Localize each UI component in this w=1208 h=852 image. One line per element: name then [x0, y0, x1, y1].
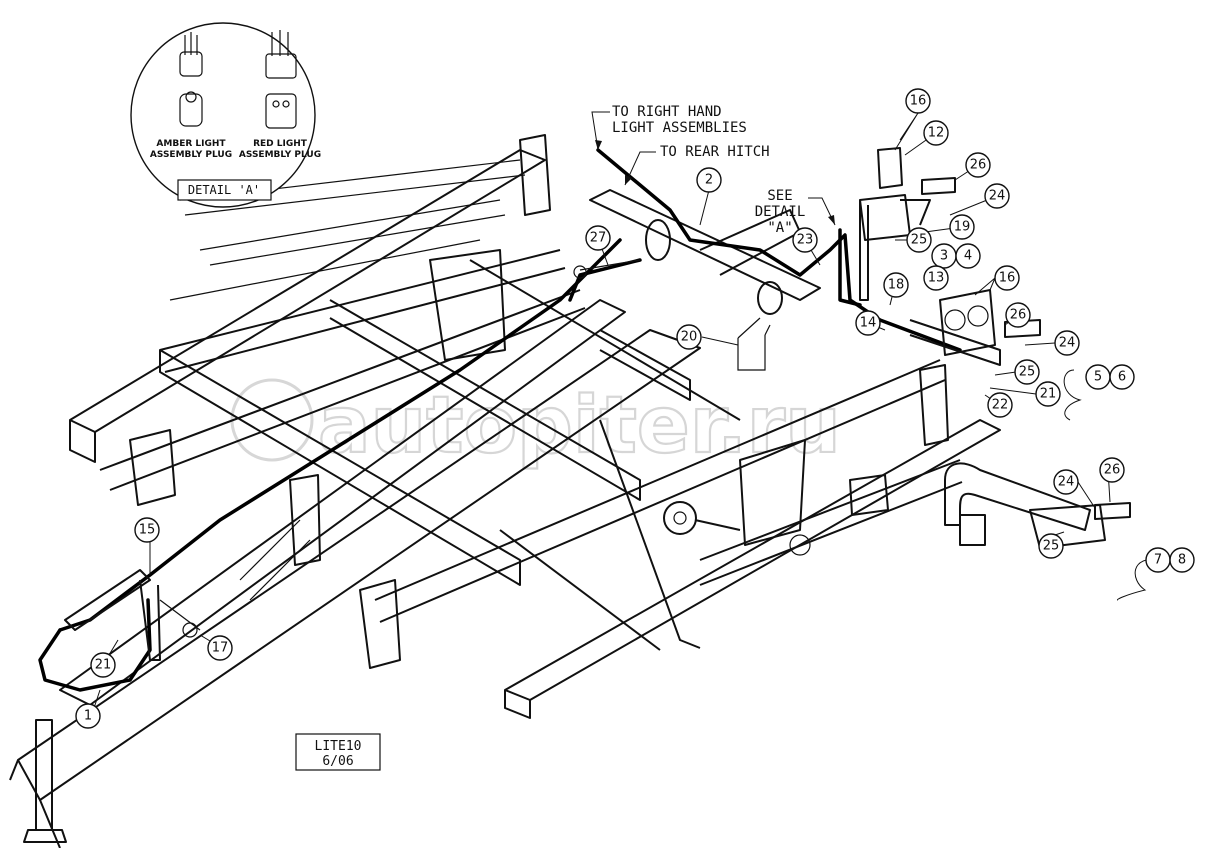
- light-assemblies: [573, 147, 1131, 549]
- detail-title-box: [177, 179, 272, 201]
- svg-text:3: 3: [940, 249, 948, 264]
- svg-text:24: 24: [1059, 336, 1076, 351]
- callout-22: 22: [987, 392, 1013, 418]
- svg-text:1: 1: [84, 709, 92, 724]
- callout-19: 19: [949, 214, 975, 240]
- amber-label-line2: ASSEMBLY PLUG: [150, 150, 232, 160]
- callout-21b: 21: [1035, 381, 1061, 407]
- note-see-detail-line2: DETAIL: [755, 204, 806, 220]
- svg-text:26: 26: [1104, 463, 1121, 478]
- svg-text:17: 17: [212, 641, 229, 656]
- callout-26c: 26: [1099, 457, 1125, 483]
- callout-4: 4: [955, 243, 981, 269]
- note-see-detail-line1: SEE: [767, 188, 792, 204]
- amber-plug-icon: [179, 32, 203, 127]
- svg-text:23: 23: [797, 233, 814, 248]
- svg-text:21: 21: [95, 658, 112, 673]
- svg-text:8: 8: [1178, 553, 1186, 568]
- svg-text:7: 7: [1154, 553, 1162, 568]
- svg-text:26: 26: [970, 158, 987, 173]
- note-right-hand-line1: TO RIGHT HAND: [612, 104, 722, 120]
- callout-15: 15: [134, 517, 160, 543]
- svg-text:25: 25: [911, 233, 928, 248]
- svg-text:21: 21: [1040, 387, 1057, 402]
- svg-text:13: 13: [928, 271, 945, 286]
- detail-a-inset: AMBER LIGHT ASSEMBLY PLUG RED LIGHT ASSE…: [130, 22, 321, 208]
- svg-text:25: 25: [1019, 365, 1036, 380]
- callout-7: 7: [1145, 547, 1171, 573]
- svg-text:18: 18: [888, 278, 905, 293]
- note-right-hand-line2: LIGHT ASSEMBLIES: [612, 120, 747, 136]
- note-see-detail-line3: "A": [767, 220, 792, 236]
- red-label-line1: RED LIGHT: [253, 139, 308, 149]
- callout-26a: 26: [965, 152, 991, 178]
- annotations: TO RIGHT HAND LIGHT ASSEMBLIES TO REAR H…: [295, 104, 836, 771]
- callout-24c: 24: [1053, 469, 1079, 495]
- svg-text:16: 16: [910, 94, 927, 109]
- drawing-id-box: [295, 733, 381, 771]
- callout-12: 12: [923, 120, 949, 146]
- svg-text:26: 26: [1010, 308, 1027, 323]
- callout-25a: 25: [906, 227, 932, 253]
- callout-13: 13: [923, 265, 949, 291]
- callout-25b: 25: [1014, 359, 1040, 385]
- callout-24a: 24: [984, 183, 1010, 209]
- callout-25c: 25: [1038, 533, 1064, 559]
- callout-8: 8: [1169, 547, 1195, 573]
- callout-5: 5: [1085, 364, 1111, 390]
- callout-16b: 16: [994, 265, 1020, 291]
- svg-text:4: 4: [964, 249, 972, 264]
- front-light-bracket: [64, 569, 201, 661]
- svg-text:12: 12: [928, 126, 945, 141]
- svg-text:14: 14: [860, 316, 877, 331]
- note-rear-hitch: TO REAR HITCH: [660, 144, 770, 160]
- svg-text:19: 19: [954, 220, 971, 235]
- svg-text:15: 15: [139, 523, 156, 538]
- svg-text:24: 24: [1058, 475, 1075, 490]
- callout-6: 6: [1109, 364, 1135, 390]
- callout-26b: 26: [1005, 302, 1031, 328]
- svg-text:5: 5: [1094, 370, 1102, 385]
- callout-20: 20: [676, 324, 702, 350]
- red-plug-icon: [265, 30, 297, 129]
- callout-14: 14: [855, 310, 881, 336]
- callout-1: 1: [75, 703, 101, 729]
- svg-text:2: 2: [705, 173, 713, 188]
- svg-text:6: 6: [1118, 370, 1126, 385]
- callout-18: 18: [883, 272, 909, 298]
- callout-23: 23: [792, 227, 818, 253]
- callouts: 1 2 3 4 5 6 7 8 12 13 14 15 16 16 17 18 …: [75, 88, 1195, 729]
- callout-27: 27: [585, 225, 611, 251]
- watermark-text: autopiter.ru: [318, 381, 841, 471]
- callout-17: 17: [207, 635, 233, 661]
- svg-text:27: 27: [590, 231, 607, 246]
- red-label-line2: ASSEMBLY PLUG: [239, 150, 321, 160]
- drawing-date: 6/06: [322, 754, 353, 769]
- callout-16a: 16: [905, 88, 931, 114]
- implement-frame: [9, 134, 1001, 849]
- svg-text:16: 16: [999, 271, 1016, 286]
- svg-text:22: 22: [992, 398, 1009, 413]
- svg-text:24: 24: [989, 189, 1006, 204]
- callout-2: 2: [696, 167, 722, 193]
- callout-21a: 21: [90, 652, 116, 678]
- callout-24b: 24: [1054, 330, 1080, 356]
- detail-title: DETAIL 'A': [188, 183, 260, 197]
- svg-text:25: 25: [1043, 539, 1060, 554]
- amber-label-line1: AMBER LIGHT: [156, 139, 226, 149]
- watermark: autopiter.ru: [230, 378, 842, 472]
- drawing-code: LITE10: [315, 739, 362, 754]
- svg-text:20: 20: [681, 330, 698, 345]
- callout-3: 3: [931, 243, 957, 269]
